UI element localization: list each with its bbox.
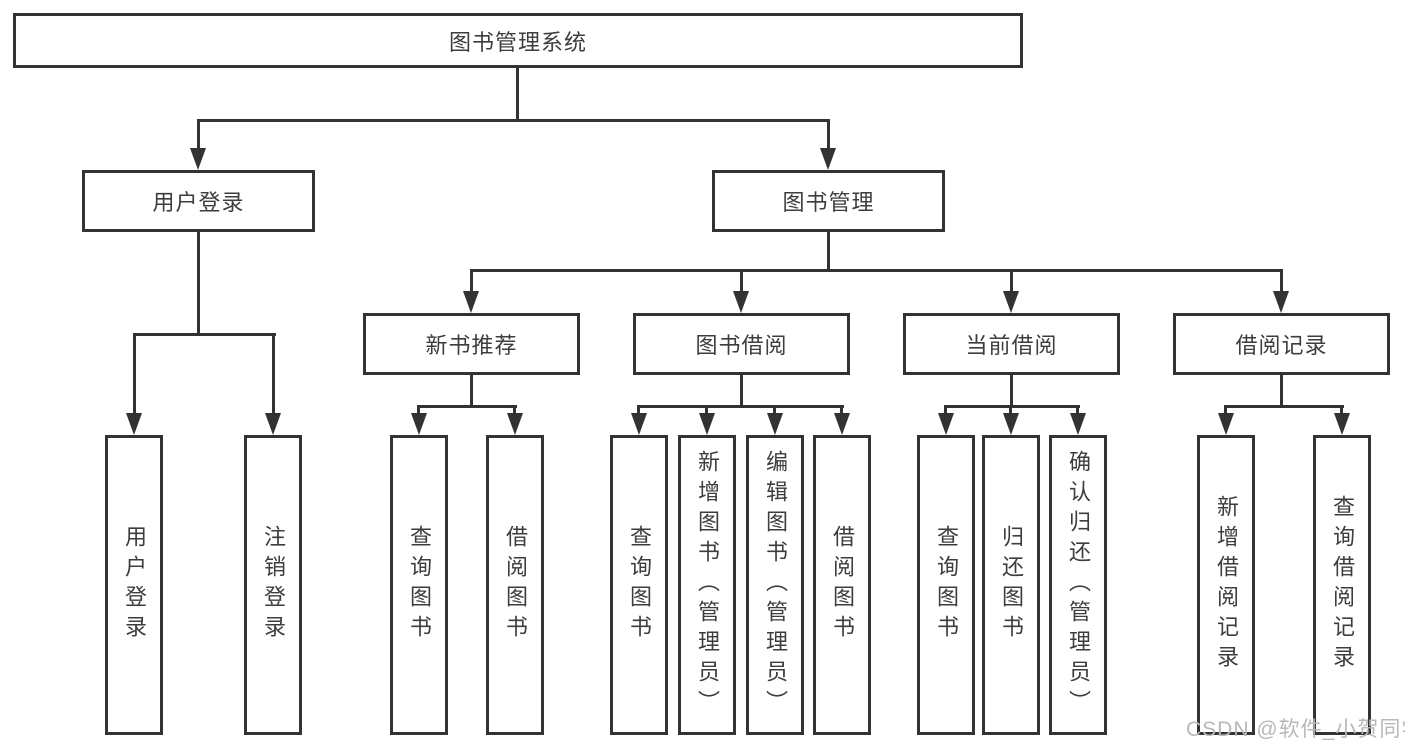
edge-br-stem (1280, 375, 1283, 408)
csdn-watermark: CSDN @软件_小贺同学 (1186, 718, 1405, 741)
node-user-login: 用户登录 (82, 170, 315, 232)
edge-drop-cb-query (944, 405, 947, 415)
edge-cb-stem (1010, 375, 1013, 408)
node-book-management: 图书管理 (712, 170, 945, 232)
arrowhead-cb-confirm (1070, 413, 1086, 435)
edge-drop-leaf-user-login (133, 333, 136, 415)
node-new-book-recommend: 新书推荐 (363, 313, 580, 375)
edge-drop-cb-return (1009, 405, 1012, 415)
edge-book-management-stem (827, 232, 830, 272)
node-book-borrow: 图书借阅 (633, 313, 850, 375)
arrowhead-borrow-records (1273, 291, 1289, 313)
node-borrow-records: 借阅记录 (1173, 313, 1390, 375)
arrowhead-leaf-logout (265, 413, 281, 435)
edge-nbr-stem (470, 375, 473, 408)
arrowhead-user-login (190, 148, 206, 170)
arrowhead-nbr-query (411, 413, 427, 435)
node-bb-borrow-books: 借阅图书 (813, 435, 871, 735)
arrowhead-book-borrow (733, 291, 749, 313)
arrowhead-cb-return (1003, 413, 1019, 435)
edge-drop-bb-add (705, 405, 708, 415)
arrowhead-bb-edit (767, 413, 783, 435)
edge-drop-book-management (827, 119, 830, 150)
node-root-library-system: 图书管理系统 (13, 13, 1023, 68)
node-bb-query-books: 查询图书 (610, 435, 668, 735)
edge-nbr-hbar (417, 405, 517, 408)
edge-bb-stem (740, 375, 743, 408)
node-br-query-record: 查询借阅记录 (1313, 435, 1371, 735)
node-current-borrow: 当前借阅 (903, 313, 1120, 375)
edge-drop-user-login (197, 119, 200, 150)
edge-br-hbar (1224, 405, 1344, 408)
arrowhead-bb-query (631, 413, 647, 435)
node-leaf-user-login: 用户登录 (105, 435, 163, 735)
arrowhead-leaf-user-login (126, 413, 142, 435)
node-nbr-query-books: 查询图书 (390, 435, 448, 735)
edge-user-login-hbar (133, 333, 276, 336)
arrowhead-br-add (1218, 413, 1234, 435)
edge-root-stem (516, 68, 519, 122)
edge-root-hbar (197, 119, 830, 122)
edge-drop-nbr-borrow (513, 405, 516, 415)
edge-drop-current-borrow (1010, 269, 1013, 293)
node-bb-add-book-admin: 新增图书（管理员） (678, 435, 736, 735)
node-bb-edit-book-admin: 编辑图书（管理员） (746, 435, 804, 735)
node-cb-return-book: 归还图书 (982, 435, 1040, 735)
edge-drop-nbr-query (417, 405, 420, 415)
node-leaf-logout: 注销登录 (244, 435, 302, 735)
edge-drop-leaf-logout (272, 333, 275, 415)
edge-drop-br-add (1224, 405, 1227, 415)
edge-drop-br-query (1340, 405, 1343, 415)
arrowhead-current-borrow (1003, 291, 1019, 313)
edge-book-management-hbar (470, 269, 1283, 272)
edge-drop-bb-borrow (840, 405, 843, 415)
arrowhead-bb-borrow (834, 413, 850, 435)
arrowhead-br-query (1334, 413, 1350, 435)
edge-drop-new-book-recommend (470, 269, 473, 293)
edge-drop-book-borrow (740, 269, 743, 293)
edge-drop-bb-query (637, 405, 640, 415)
edge-drop-bb-edit (773, 405, 776, 415)
edge-user-login-stem (197, 232, 200, 335)
edge-drop-cb-confirm (1076, 405, 1079, 415)
edge-bb-hbar (637, 405, 844, 408)
node-nbr-borrow-books: 借阅图书 (486, 435, 544, 735)
arrowhead-cb-query (938, 413, 954, 435)
arrowhead-book-management (820, 148, 836, 170)
arrowhead-new-book-recommend (463, 291, 479, 313)
node-cb-query-books: 查询图书 (917, 435, 975, 735)
arrowhead-nbr-borrow (507, 413, 523, 435)
edge-drop-borrow-records (1280, 269, 1283, 293)
arrowhead-bb-add (699, 413, 715, 435)
node-br-add-record: 新增借阅记录 (1197, 435, 1255, 735)
node-cb-confirm-return-admin: 确认归还（管理员） (1049, 435, 1107, 735)
edge-cb-hbar (944, 405, 1080, 408)
